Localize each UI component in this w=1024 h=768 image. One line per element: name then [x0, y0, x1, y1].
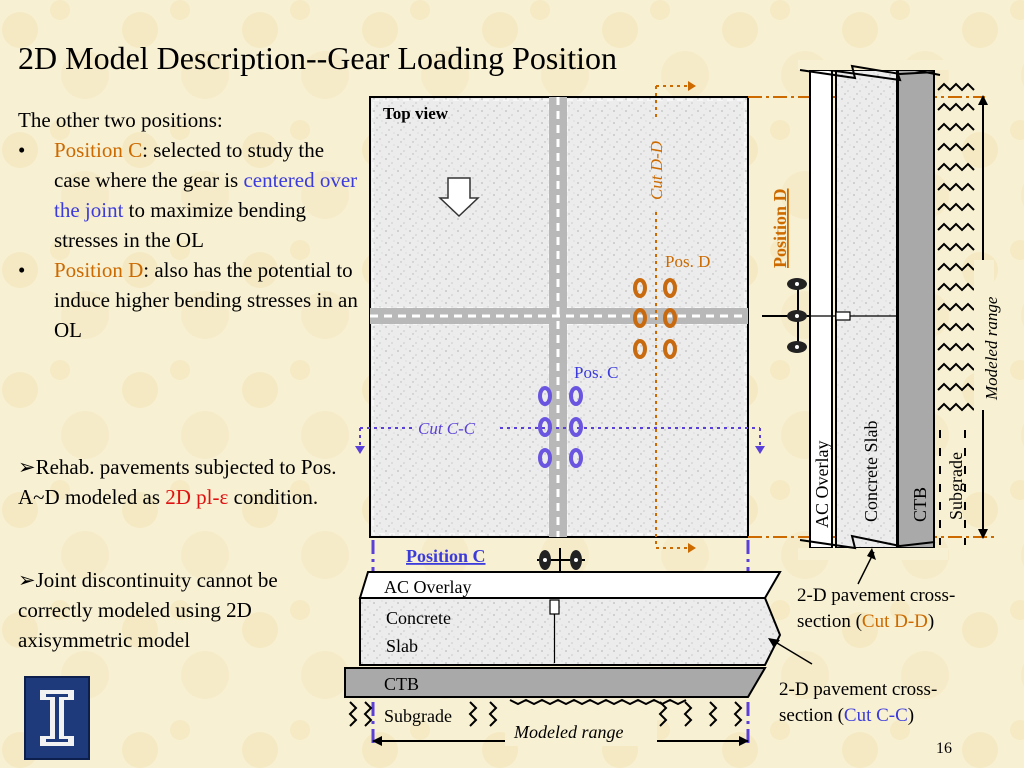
block-i-icon	[30, 682, 84, 754]
rehab-prefix: ➢Rehab. pavements subjected to Pos. A~D …	[18, 455, 337, 509]
bullet-list: • Position C: selected to study the case…	[18, 135, 363, 345]
caption-cc-close: )	[907, 705, 915, 726]
top-view-label: Top view	[383, 104, 449, 123]
subgrade-pattern-vertical	[937, 82, 975, 412]
wheel-icon	[538, 417, 552, 437]
page-number: 16	[936, 740, 952, 757]
wheel-icon	[663, 339, 677, 359]
caption-dd-close: )	[927, 611, 935, 632]
subgrade-hatch-vertical	[939, 430, 966, 545]
wheel-icon	[633, 308, 647, 328]
intro-text: The other two positions:	[18, 108, 223, 132]
bullet-block: The other two positions: • Position C: s…	[18, 105, 363, 345]
layer-slab-horizontal: Slab	[386, 636, 418, 656]
cut-dd-label: Cut D-D	[647, 140, 666, 200]
layer-ac-overlay-horizontal: AC Overlay	[384, 577, 471, 597]
gear-icon-position-d	[762, 278, 810, 353]
bullet-position-d: • Position D: also has the potential to …	[18, 255, 363, 345]
position-c-tail: to maximize bending stresses in the OL	[54, 198, 306, 252]
joint-note: ➢Joint discontinuity cannot be correctly…	[18, 568, 278, 652]
bullet-position-c: • Position C: selected to study the case…	[18, 135, 363, 255]
gear-icon-position-c	[537, 548, 585, 572]
layer-ctb-vertical: CTB	[910, 487, 930, 522]
caption-section-dd: 2-D pavement cross-section (Cut D-D)	[797, 583, 997, 635]
pos-d-wheels	[633, 278, 677, 359]
cut-cc-arrow-icon	[755, 446, 765, 454]
modeled-range-horizontal-label: Modeled range	[513, 722, 623, 742]
layer-subgrade-vertical: Subgrade	[946, 452, 966, 520]
wheel-icon	[538, 386, 552, 406]
rehab-note: ➢Rehab. pavements subjected to Pos. A~D …	[18, 452, 348, 512]
university-block-i-logo	[24, 676, 90, 760]
layer-ac-overlay-vertical: AC Overlay	[812, 441, 832, 528]
position-c-heading: Position C	[406, 546, 486, 566]
cut-cc-label: Cut C-C	[418, 419, 476, 438]
subgrade-pattern-horizontal	[348, 698, 743, 727]
layer-subgrade-horizontal: Subgrade	[384, 706, 452, 726]
slide-title: 2D Model Description--Gear Loading Posit…	[18, 40, 617, 76]
wheel-icon	[569, 386, 583, 406]
pos-c-label: Pos. C	[574, 363, 618, 382]
pos-d-label: Pos. D	[665, 252, 710, 271]
cross-section-dd	[748, 60, 995, 560]
bullet-dot-icon: •	[18, 138, 26, 162]
layer-concrete-slab-vertical: Concrete Slab	[861, 421, 881, 522]
rehab-suffix: condition.	[228, 485, 319, 509]
position-d-heading: Position D	[770, 188, 790, 268]
callout-pointer-cc	[771, 639, 813, 665]
caption-section-cc: 2-D pavement cross-section (Cut C-C)	[779, 677, 979, 729]
wheel-icon	[663, 308, 677, 328]
wheel-icon	[569, 448, 583, 468]
caption-dd-cut: Cut D-D	[861, 611, 928, 632]
layer-ctb-horizontal: CTB	[384, 674, 419, 694]
cut-dd-arrow-icon	[688, 81, 696, 91]
rehab-highlight: 2D pl-ε	[165, 485, 229, 509]
wheel-icon	[663, 278, 677, 298]
pos-c-wheels	[538, 386, 583, 468]
bullet-dot-icon: •	[18, 258, 26, 282]
position-d-label: Position D	[54, 258, 144, 282]
caption-cc-cut: Cut C-C	[843, 705, 908, 726]
top-view-slabs	[369, 96, 749, 538]
cross-section-cc	[344, 540, 782, 746]
position-d-text: : also has the potential to induce highe…	[54, 258, 358, 342]
cut-cc-arrow-icon	[355, 446, 365, 454]
modeled-range-vertical-label: Modeled range	[982, 296, 1001, 401]
wheel-icon	[633, 278, 647, 298]
caption-dd-text: 2-D pavement cross-section (	[797, 585, 956, 632]
position-c-label: Position C	[54, 138, 143, 162]
wheel-icon	[633, 339, 647, 359]
down-arrow-icon	[438, 177, 480, 218]
wheel-icon	[538, 448, 552, 468]
position-c-highlight: centered over the joint	[54, 168, 358, 222]
layer-concrete-horizontal: Concrete	[386, 608, 451, 628]
wheel-icon	[569, 417, 583, 437]
cut-dd-arrow-icon	[688, 543, 696, 553]
position-c-text: : selected to study the case where the g…	[54, 138, 325, 192]
caption-cc-text: 2-D pavement cross-section (	[779, 679, 938, 726]
